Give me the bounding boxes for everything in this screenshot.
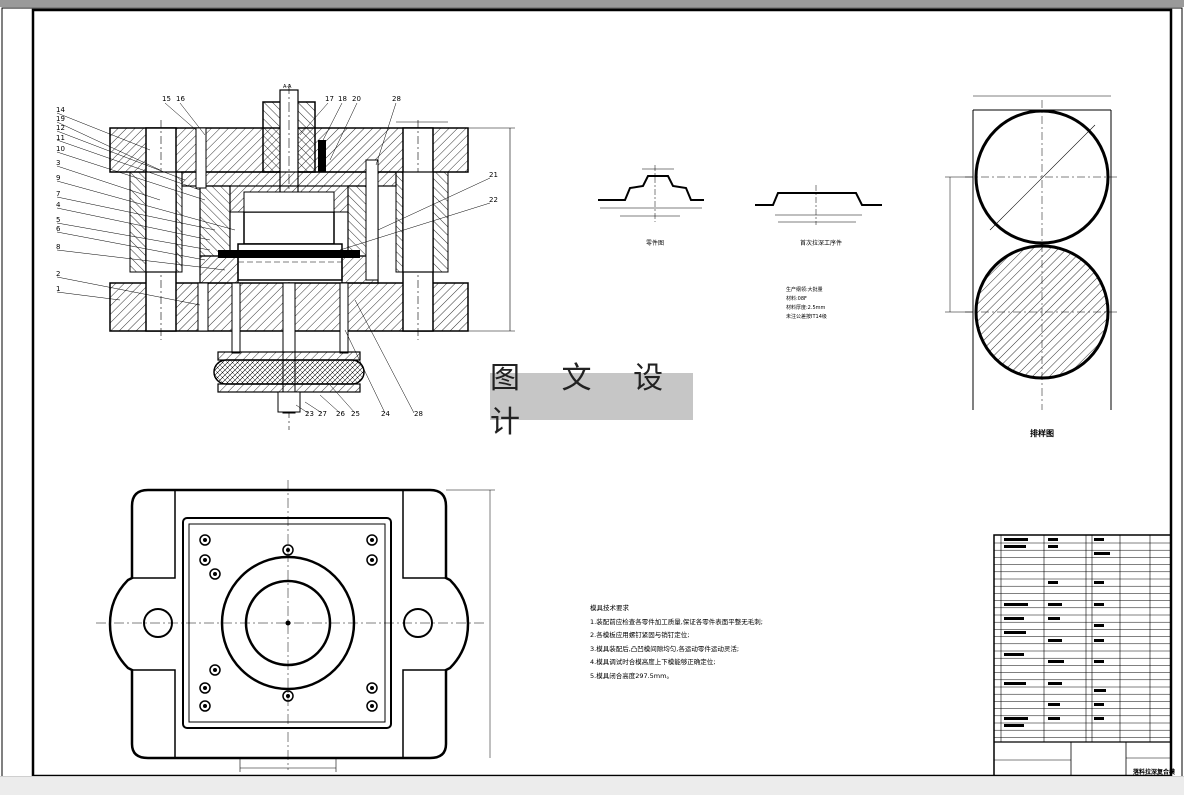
material-note: 生产纲领:大批量	[786, 287, 823, 293]
part-number-label: 27	[318, 410, 327, 418]
watermark-banner: 图 文 设 计	[490, 361, 693, 440]
part-number-label: 4	[56, 201, 61, 209]
part-number-label: 23	[305, 410, 314, 418]
part-number-label: 22	[489, 196, 498, 204]
part-number-label: 2	[56, 270, 60, 278]
part-number-label: 6	[56, 225, 61, 233]
tech-requirement: 4.模具调试时合模高度上下模能够正确定位;	[590, 658, 716, 666]
part-number-label: 19	[56, 115, 65, 123]
assembly-section-view	[56, 84, 515, 430]
tech-requirement: 5.模具闭合高度297.5mm。	[590, 671, 673, 680]
part-number-label: 7	[56, 190, 60, 198]
tech-requirement: 2.各模板应用螺钉紧固与销钉定位;	[590, 631, 690, 639]
part-number-label: 28	[392, 95, 401, 103]
workpiece	[237, 243, 343, 281]
strip-layout	[945, 95, 1120, 410]
material-note: 未注公差按IT14级	[786, 314, 827, 320]
title-block-name: 落料拉深复合模	[1133, 769, 1176, 776]
part-number-label: 8	[56, 243, 60, 251]
tech-requirement: 1.装配前应检查各零件加工质量,保证各零件表面平整无毛刺;	[590, 617, 763, 626]
part-number-label: 17	[325, 95, 334, 103]
part-number-label: 5	[56, 216, 60, 224]
material-note: 材料厚度:2.5mm	[786, 305, 826, 311]
parts-list-table	[993, 534, 1172, 777]
window-bottom-edge	[0, 776, 1184, 795]
part-caption-1: 零件图	[646, 240, 665, 247]
part-drawing-2	[755, 185, 882, 225]
part-number-label: 14	[56, 106, 65, 114]
part-number-label: 16	[176, 95, 185, 103]
part-number-label: 28	[414, 410, 423, 418]
technical-requirements: 模具技术要求 1.装配前应检查各零件加工质量,保证各零件表面平整无毛刺; 2.各…	[590, 602, 763, 683]
part-number-label: 9	[56, 174, 60, 182]
rubber-buffer	[213, 359, 365, 385]
part-number-label: 25	[351, 410, 360, 418]
part-number-label: 24	[381, 410, 390, 418]
part-number-label: 11	[56, 134, 65, 142]
window-top-edge	[0, 0, 1184, 7]
part-number-label: 18	[338, 95, 347, 103]
tech-requirement: 3.模具装配后,凸凹模间隙均匀,各运动零件运动灵活;	[590, 644, 740, 653]
drawing-punch	[243, 211, 335, 245]
material-notes: 生产纲领:大批量 材料:08F 材料厚度:2.5mm 未注公差按IT14级	[786, 286, 827, 322]
part-number-label: 21	[489, 171, 498, 179]
part-drawing-1	[598, 165, 704, 222]
plan-view	[96, 480, 495, 772]
part-number-label: 12	[56, 124, 65, 132]
part-number-label: 3	[56, 159, 60, 167]
part-number-label: 10	[56, 145, 65, 153]
part-number-label: 1	[56, 285, 60, 293]
strip-layout-caption: 排样图	[1030, 429, 1054, 438]
tech-title: 模具技术要求	[590, 604, 629, 612]
part-caption-2: 首次拉深工序件	[800, 240, 843, 247]
part-number-label: 26	[336, 410, 345, 418]
part-number-label: 20	[352, 95, 361, 103]
section-label: A-A	[283, 84, 292, 90]
material-note: 材料:08F	[786, 296, 807, 302]
part-number-label: 15	[162, 95, 171, 103]
